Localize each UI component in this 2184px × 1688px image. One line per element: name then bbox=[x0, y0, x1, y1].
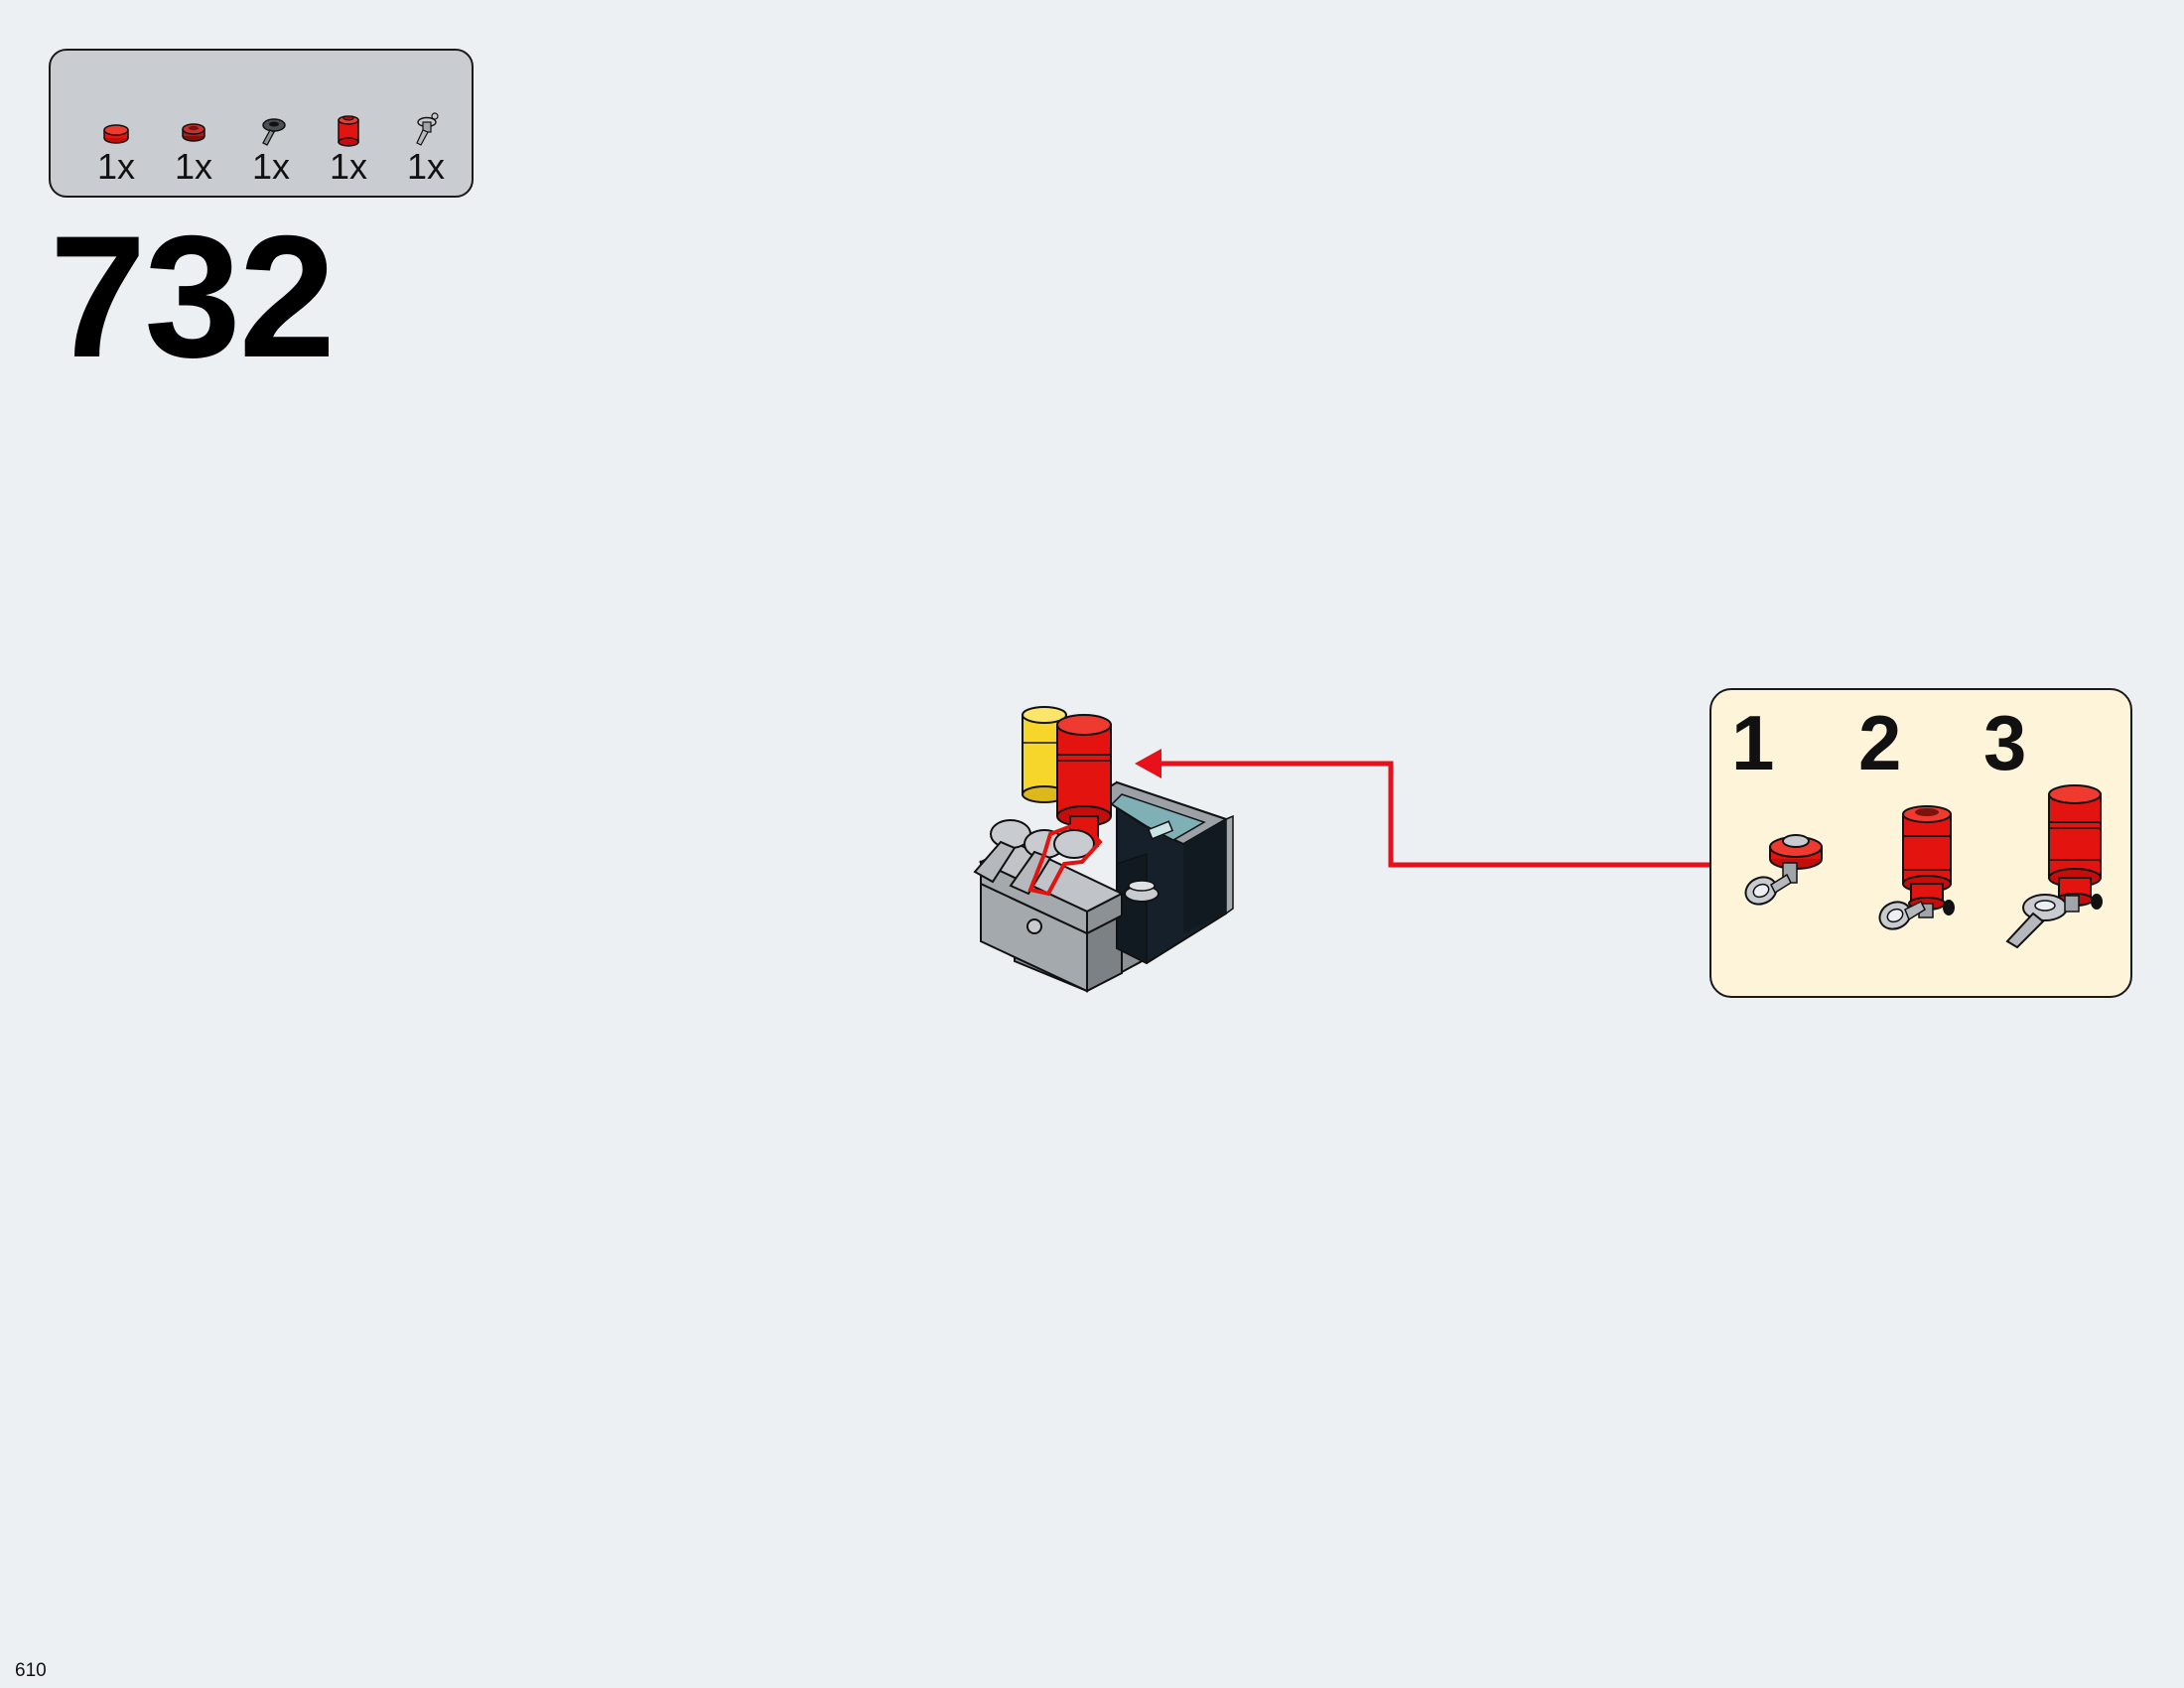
substep-3-figure bbox=[2005, 784, 2103, 949]
red-round-plate-icon bbox=[103, 124, 129, 144]
part-qty: 1x bbox=[96, 146, 136, 187]
part-qty: 1x bbox=[174, 146, 213, 187]
part-qty: 1x bbox=[251, 146, 291, 187]
substep-number: 3 bbox=[1983, 699, 2027, 786]
part-dark-red-round-plate: 1x bbox=[155, 80, 232, 190]
substep-number: 2 bbox=[1858, 699, 1902, 786]
light-gray-bar-holder-icon bbox=[416, 112, 439, 146]
dark-red-round-plate-icon bbox=[182, 123, 205, 142]
part-qty: 1x bbox=[329, 146, 368, 187]
page-number: 610 bbox=[15, 1660, 47, 1681]
part-qty: 1x bbox=[406, 146, 446, 187]
parts-list-box: 1x 1x 1x 1x bbox=[49, 49, 474, 198]
substep-number: 1 bbox=[1731, 699, 1775, 786]
dark-gray-clip-icon bbox=[262, 118, 286, 146]
part-red-round-plate: 1x bbox=[77, 80, 155, 190]
substep-box: 1 2 3 bbox=[1709, 688, 2132, 998]
part-light-gray-bar-holder: 1x bbox=[387, 80, 465, 190]
step-number: 732 bbox=[50, 201, 336, 394]
assembly-model bbox=[973, 706, 1234, 993]
part-red-round-brick: 1x bbox=[310, 80, 387, 190]
red-round-brick-icon bbox=[338, 115, 359, 147]
substep-2-figure bbox=[1878, 805, 1955, 930]
substep-1-figure bbox=[1744, 834, 1823, 906]
part-dark-gray-clip: 1x bbox=[232, 80, 310, 190]
